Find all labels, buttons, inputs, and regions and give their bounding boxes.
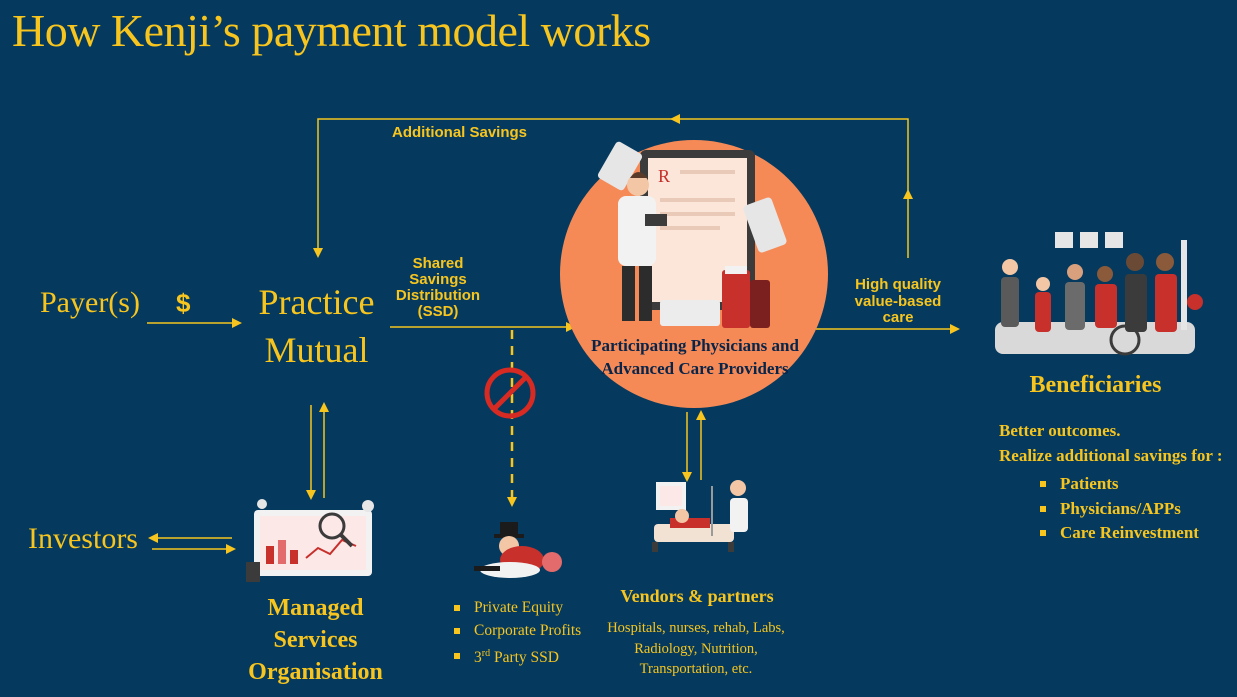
beneficiaries-list: Patients Physicians/APPs Care Reinvestme… <box>1040 472 1199 546</box>
list-item-label: 3rd Party SSD <box>474 642 559 669</box>
mso-line3: Organisation <box>248 659 383 685</box>
vendors-label: Vendors & partners <box>620 586 774 606</box>
bullet-icon <box>454 627 460 634</box>
bullet-icon <box>454 652 460 659</box>
ssd-label: Shared Savings Distribution (SSD) <box>378 256 498 320</box>
hq-line1: High quality <box>855 276 941 293</box>
vendors-line1: Hospitals, nurses, rehab, Labs, <box>607 620 785 636</box>
bullet-icon <box>1040 505 1046 512</box>
page-title: How Kenji’s payment model works <box>12 5 651 56</box>
svg-text:R: R <box>658 166 670 186</box>
edge-additional-savings-down <box>313 118 672 258</box>
prohibited-list: Private Equity Corporate Profits 3rd Par… <box>454 596 581 669</box>
analytics-dashboard-icon <box>246 499 374 582</box>
list-item-label: Private Equity <box>474 599 564 616</box>
mso-line2: Services <box>273 627 358 653</box>
practice-mutual-line1: Practice <box>258 282 375 322</box>
list-item: Patients <box>1040 472 1199 497</box>
bullet-icon <box>1040 481 1046 488</box>
monopoly-man-icon <box>474 522 562 578</box>
list-item: Care Reinvestment <box>1040 521 1199 546</box>
list-item-label: Care Reinvestment <box>1060 523 1199 542</box>
ssd-line3: Distribution <box>395 287 481 304</box>
third-number: 3 <box>474 649 482 667</box>
mso-line1: Managed <box>267 595 364 621</box>
investors-label: Investors <box>28 522 138 555</box>
practice-mutual-label: Practice Mutual <box>244 278 389 374</box>
providers-line1: Participating Physicians and <box>591 336 799 355</box>
practice-mutual-line2: Mutual <box>264 330 369 370</box>
third-sup: rd <box>481 648 491 659</box>
additional-savings-label: Additional Savings <box>392 124 528 141</box>
list-item: Physicians/APPs <box>1040 497 1199 522</box>
outcomes-line2: Realize additional savings for : <box>999 446 1223 465</box>
providers-line2: Advanced Care Providers <box>601 359 789 378</box>
vendors-line2: Radiology, Nutrition, <box>634 640 758 657</box>
hq-line3: care <box>882 309 914 326</box>
list-item-label: Corporate Profits <box>474 622 582 639</box>
hospital-bed-icon <box>652 480 748 552</box>
payers-label: Payer(s) <box>40 286 140 319</box>
outcomes-line1: Better outcomes. <box>999 421 1121 440</box>
hq-line2: value-based <box>854 292 942 310</box>
high-quality-care-label: High quality value-based care <box>842 276 954 327</box>
vendors-line3: Transportation, etc. <box>639 661 753 677</box>
edge-additional-savings-top <box>670 114 909 191</box>
beneficiaries-illustration-icon <box>995 232 1203 356</box>
list-item-label: Physicians/APPs <box>1060 498 1181 518</box>
third-rest: Party SSD <box>490 649 559 667</box>
list-item-label: Patients <box>1060 474 1119 493</box>
ssd-line4: (SSD) <box>417 303 459 320</box>
bullet-icon <box>1040 530 1046 537</box>
beneficiaries-label: Beneficiaries <box>1029 372 1162 398</box>
list-item: Private Equity <box>454 596 581 619</box>
beneficiaries-outcomes: Better outcomes. Realize additional savi… <box>999 418 1223 468</box>
prohibited-icon <box>484 367 536 419</box>
ssd-line2: Savings <box>409 271 467 288</box>
mso-label: Managed Services Organisation <box>238 592 393 688</box>
vendors-description: Hospitals, nurses, rehab, Labs, Radiolog… <box>600 618 792 680</box>
list-item: 3rd Party SSD <box>454 642 581 669</box>
providers-label: Participating Physicians and Advanced Ca… <box>585 334 805 380</box>
ssd-line1: Shared <box>412 255 464 272</box>
dollar-sign: $ <box>176 288 191 318</box>
bullet-icon <box>454 604 460 611</box>
doctor-illustration-icon: R <box>597 141 787 328</box>
list-item: Corporate Profits <box>454 619 581 642</box>
